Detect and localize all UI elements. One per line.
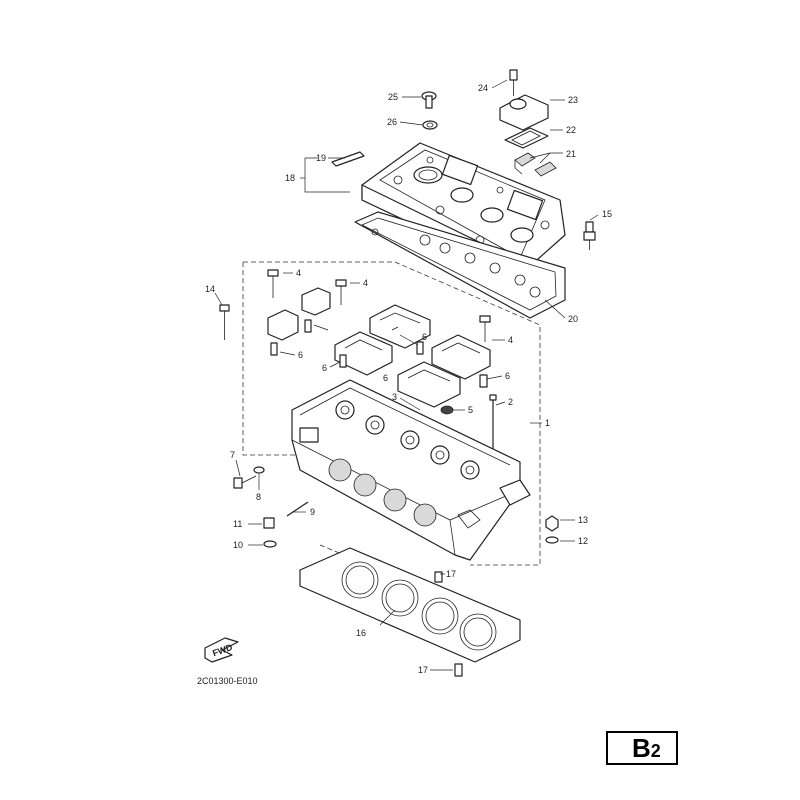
callout-13: 13 — [578, 515, 588, 525]
callout-6e: 6 — [505, 371, 510, 381]
callout-8: 8 — [256, 492, 261, 502]
callout-labels: 1 2 3 4 4 4 5 6 6 6 6 6 7 8 9 10 11 12 1… — [205, 83, 612, 675]
valve-cover — [361, 142, 566, 276]
callout-12: 12 — [578, 536, 588, 546]
cover-gasket — [354, 211, 566, 319]
callout-2: 2 — [508, 397, 513, 407]
page-badge-letter: B — [632, 733, 651, 763]
callout-26: 26 — [387, 117, 397, 127]
breather-assembly — [331, 69, 557, 177]
callout-9: 9 — [310, 507, 315, 517]
callout-18: 18 — [285, 173, 295, 183]
cylinder-head — [291, 379, 531, 561]
camshaft-caps — [267, 287, 491, 408]
callout-1: 1 — [545, 418, 550, 428]
callout-15: 15 — [602, 209, 612, 219]
callout-7: 7 — [230, 450, 235, 460]
callout-25: 25 — [388, 92, 398, 102]
callout-20: 20 — [568, 314, 578, 324]
callout-3: 3 — [392, 392, 397, 402]
callout-19: 19 — [316, 153, 326, 163]
callout-5: 5 — [468, 405, 473, 415]
callout-6c: 6 — [383, 373, 388, 383]
leader-lines — [214, 79, 599, 671]
spark-plug — [583, 221, 596, 250]
callout-6b: 6 — [322, 363, 327, 373]
callout-17b: 17 — [418, 665, 428, 675]
head-gasket — [299, 547, 521, 677]
callout-6a: 6 — [298, 350, 303, 360]
page-badge-number: 2 — [650, 741, 661, 761]
callout-22: 22 — [566, 125, 576, 135]
callout-6d: 6 — [422, 332, 427, 342]
dowel-pins — [270, 319, 488, 388]
callout-16: 16 — [356, 628, 366, 638]
callout-4a: 4 — [296, 268, 301, 278]
callout-4c: 4 — [508, 335, 513, 345]
callout-24: 24 — [478, 83, 488, 93]
head-fasteners — [233, 405, 559, 548]
drawing-code: 2C01300-E010 — [197, 676, 258, 686]
callout-17a: 17 — [446, 569, 456, 579]
callout-21: 21 — [566, 149, 576, 159]
callout-14: 14 — [205, 284, 215, 294]
callout-11: 11 — [233, 519, 242, 529]
callout-23: 23 — [568, 95, 578, 105]
callout-4b: 4 — [363, 278, 368, 288]
page-badge: B2 — [606, 731, 678, 765]
fwd-arrow-icon: FWD — [204, 637, 239, 663]
callout-10: 10 — [233, 540, 243, 550]
